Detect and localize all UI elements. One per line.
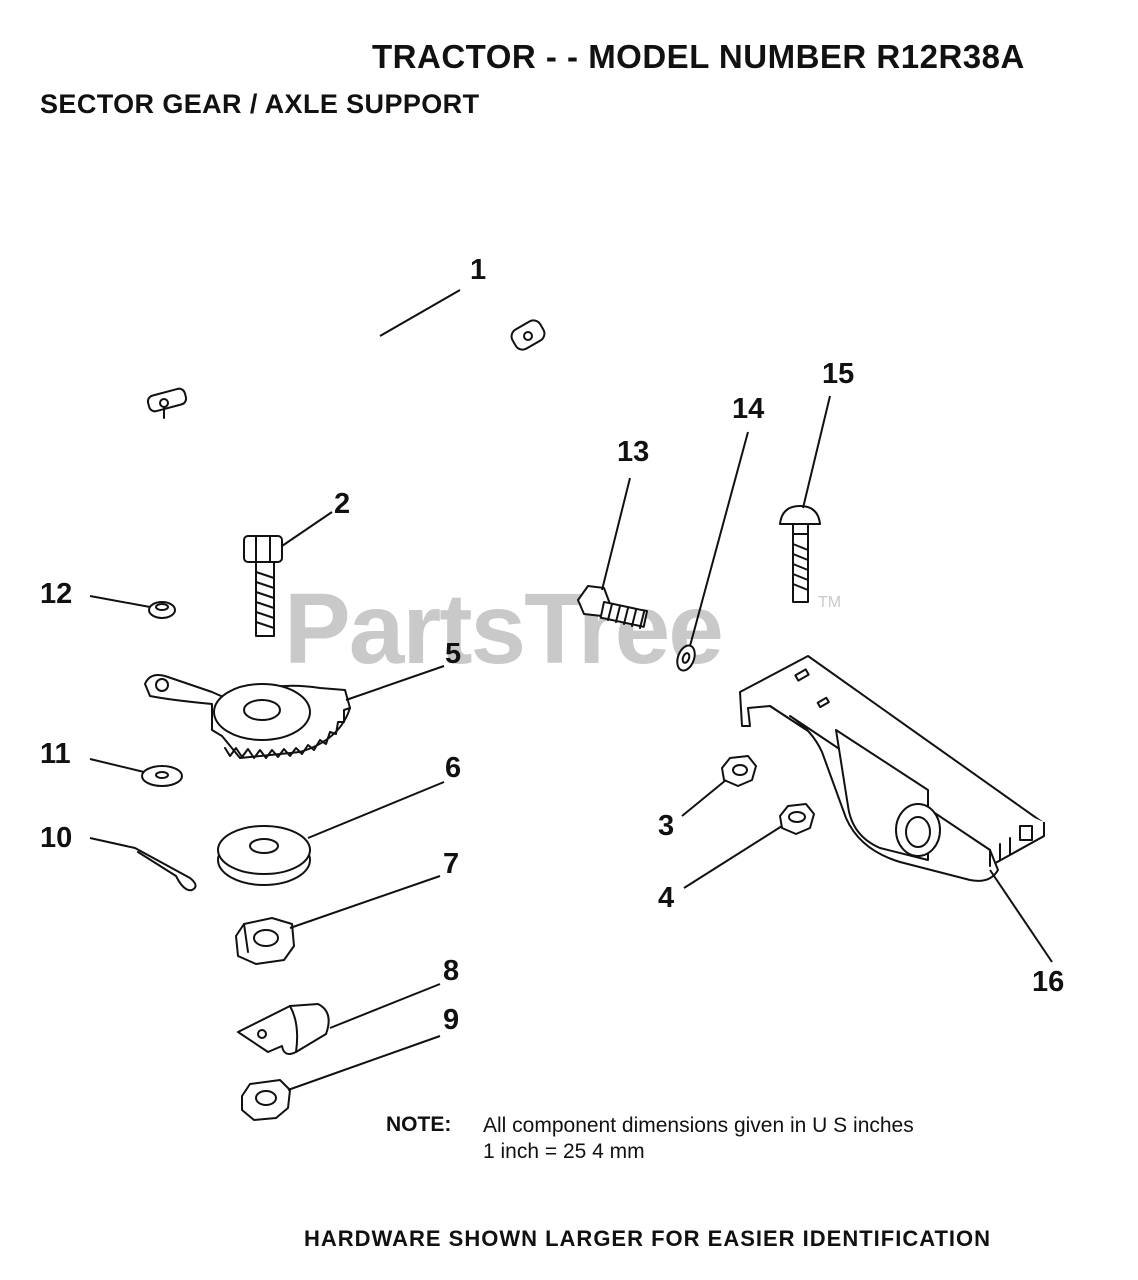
leader-line-7 xyxy=(289,875,441,929)
part-2-hex-bolt[interactable] xyxy=(243,535,283,637)
section-title: SECTOR GEAR / AXLE SUPPORT xyxy=(40,89,480,119)
leader-line-2 xyxy=(281,511,333,547)
callout-8: 8 xyxy=(443,955,460,987)
callout-1: 1 xyxy=(470,254,487,286)
part-10-cotter-pin[interactable] xyxy=(134,847,197,892)
leader-line-12 xyxy=(89,595,151,608)
callout-11: 11 xyxy=(40,738,71,770)
leader-line-6 xyxy=(307,781,445,839)
callout-16: 16 xyxy=(1032,966,1065,998)
leader-line-8 xyxy=(329,983,441,1029)
part-15-carriage-bolt[interactable] xyxy=(779,505,821,603)
leader-line-13 xyxy=(601,477,631,591)
callout-5: 5 xyxy=(445,638,462,670)
leader-line-5 xyxy=(345,665,445,701)
footer-caption: HARDWARE SHOWN LARGER FOR EASIER IDENTIF… xyxy=(304,1226,992,1251)
callout-12: 12 xyxy=(40,578,73,610)
part-13-hex-bolt[interactable] xyxy=(577,585,649,629)
note-label: NOTE: xyxy=(386,1113,452,1136)
part-6-flat-washer[interactable] xyxy=(217,825,311,886)
callout-13: 13 xyxy=(617,436,650,468)
callout-9: 9 xyxy=(443,1004,460,1036)
part-12-small-nut[interactable] xyxy=(148,601,176,619)
leader-line-9 xyxy=(287,1035,441,1091)
callout-15: 15 xyxy=(822,358,855,390)
part-11-washer[interactable] xyxy=(141,765,183,787)
part-1-drag-link[interactable] xyxy=(146,290,548,451)
leader-line-16 xyxy=(989,869,1053,963)
note-line-1: All component dimensions given in U S in… xyxy=(483,1114,914,1137)
callout-2: 2 xyxy=(334,488,351,520)
callout-3: 3 xyxy=(658,810,675,842)
callout-6: 6 xyxy=(445,752,462,784)
part-4-lock-nut[interactable] xyxy=(779,803,815,835)
leader-line-14 xyxy=(689,431,749,647)
part-16-axle-support[interactable] xyxy=(739,655,1045,882)
leader-line-1 xyxy=(379,289,461,337)
watermark-text: PartsTree xyxy=(284,573,724,685)
callout-14: 14 xyxy=(732,393,765,425)
part-7-hex-nut[interactable] xyxy=(235,917,295,965)
leader-line-11 xyxy=(89,758,145,773)
callout-4: 4 xyxy=(658,882,675,914)
note-line-2: 1 inch = 25 4 mm xyxy=(483,1140,645,1163)
part-3-hex-nut[interactable] xyxy=(721,755,757,787)
callout-7: 7 xyxy=(443,848,460,880)
callout-10: 10 xyxy=(40,822,73,854)
leader-line-3 xyxy=(681,779,727,817)
page-title: TRACTOR - - MODEL NUMBER R12R38A xyxy=(372,38,1025,75)
watermark-trademark: TM xyxy=(818,594,842,611)
part-8-clip[interactable] xyxy=(237,1003,330,1055)
leader-line-10 xyxy=(89,837,136,849)
leader-line-4 xyxy=(683,825,783,889)
part-9-lock-nut[interactable] xyxy=(241,1079,291,1121)
part-14-small-washer[interactable] xyxy=(674,643,698,673)
leader-line-15 xyxy=(802,395,831,509)
part-5-sector-gear[interactable] xyxy=(144,674,351,759)
